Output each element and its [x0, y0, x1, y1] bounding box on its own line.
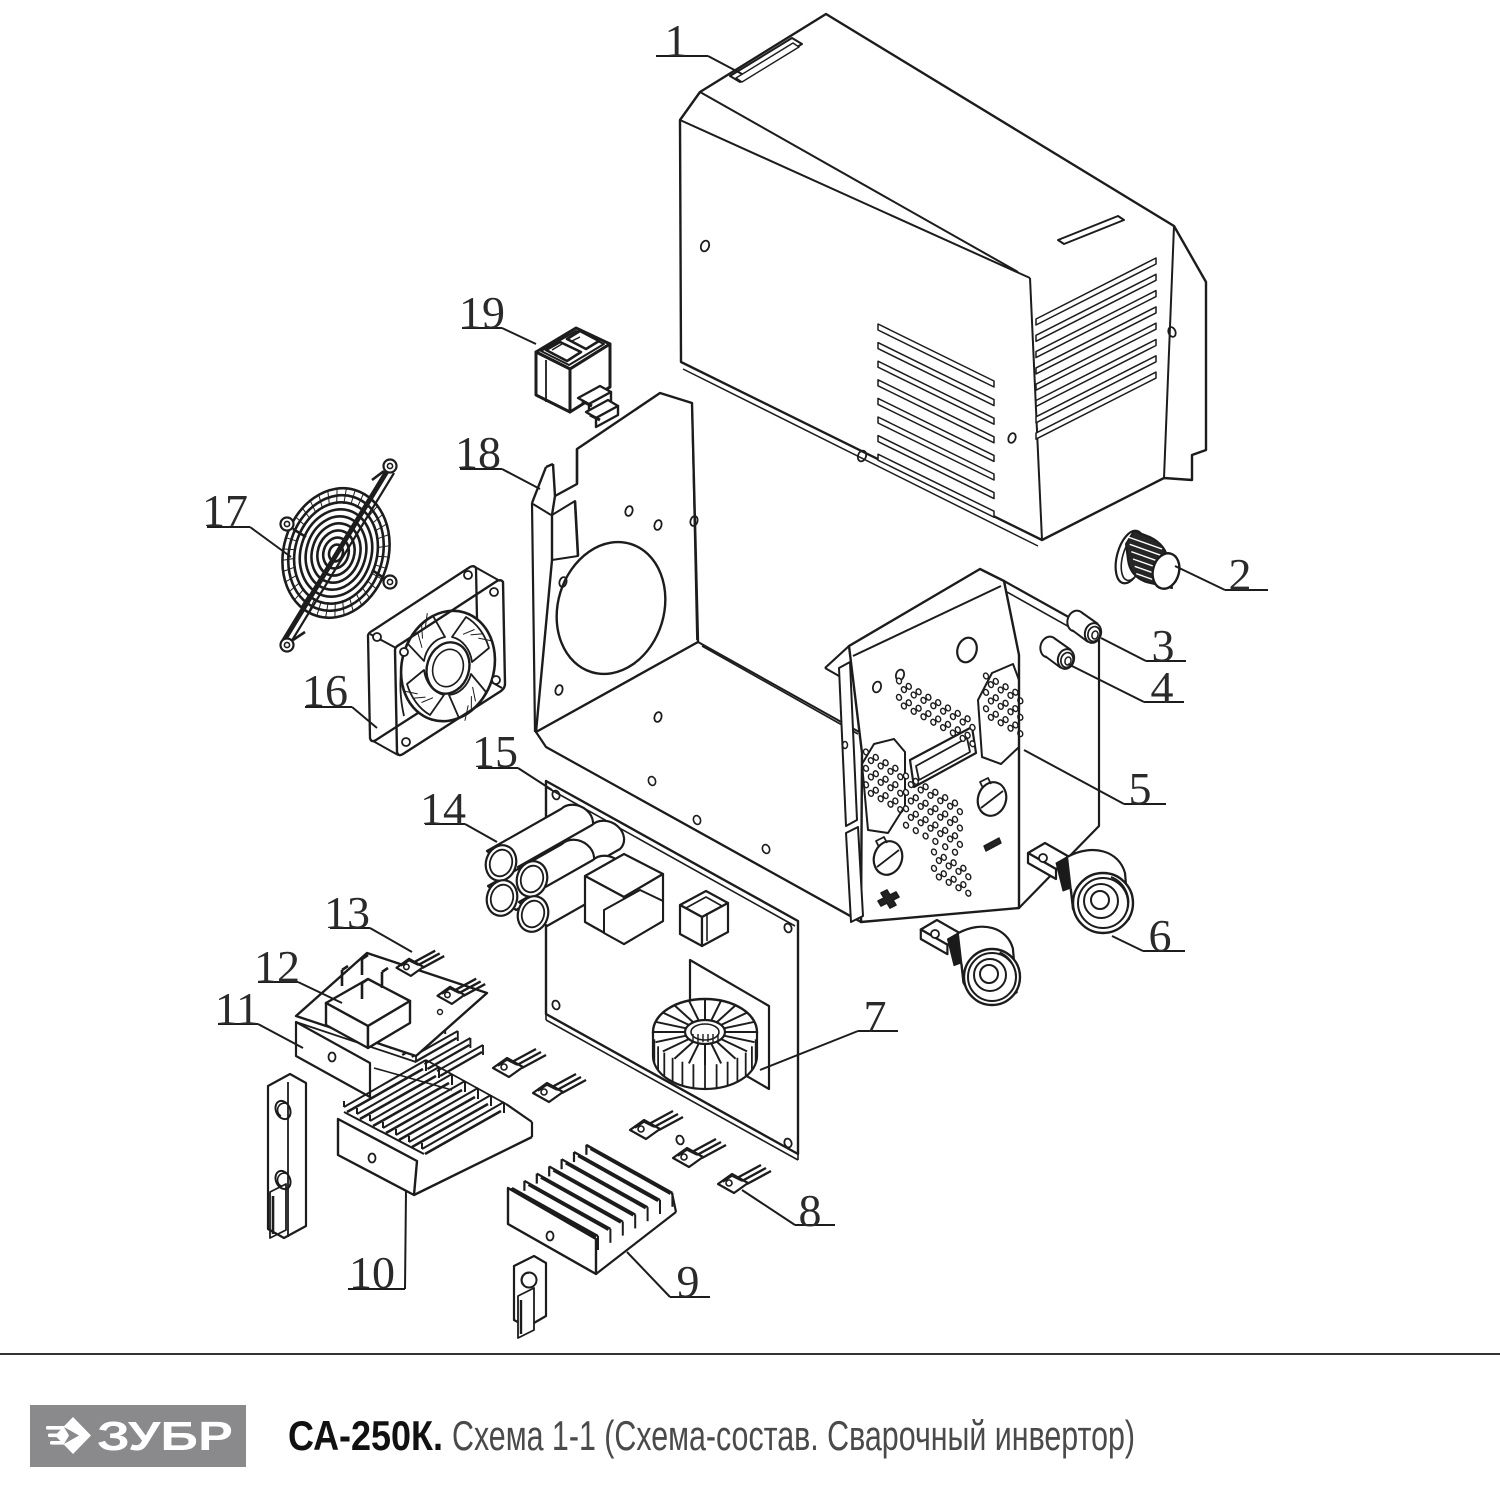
svg-text:5: 5	[1129, 763, 1152, 814]
svg-text:15: 15	[472, 726, 518, 777]
svg-text:7: 7	[864, 991, 887, 1042]
svg-text:6: 6	[1149, 910, 1172, 961]
svg-text:11: 11	[215, 983, 259, 1034]
svg-text:2: 2	[1229, 549, 1252, 600]
svg-text:13: 13	[324, 887, 370, 938]
svg-text:18: 18	[455, 427, 501, 478]
svg-text:1: 1	[665, 15, 688, 66]
svg-text:12: 12	[254, 941, 300, 992]
svg-text:14: 14	[420, 783, 466, 834]
svg-text:8: 8	[799, 1185, 822, 1236]
svg-text:3: 3	[1152, 620, 1175, 671]
svg-text:17: 17	[202, 485, 248, 536]
svg-text:СА-250К.: СА-250К.	[288, 1412, 443, 1459]
svg-text:9: 9	[677, 1256, 700, 1307]
svg-text:Схема 1-1 (Схема-состав. Сваро: Схема 1-1 (Схема-состав. Сварочный инвер…	[452, 1412, 1135, 1459]
svg-text:10: 10	[349, 1247, 395, 1298]
svg-text:ЗУБР: ЗУБР	[97, 1413, 233, 1459]
svg-text:4: 4	[1151, 662, 1174, 713]
svg-text:16: 16	[302, 665, 348, 716]
svg-text:19: 19	[459, 287, 505, 338]
